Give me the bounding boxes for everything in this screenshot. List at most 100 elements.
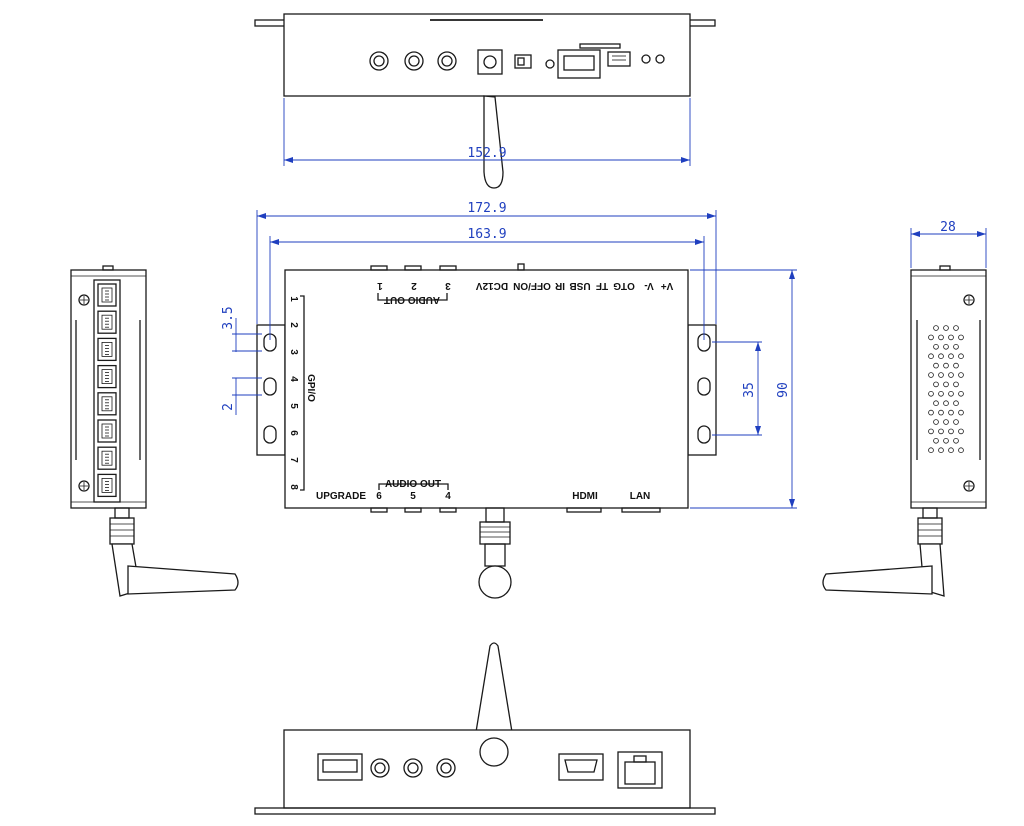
vent-hole — [928, 390, 934, 397]
label-gpio-1: 1 — [288, 296, 299, 302]
vent-hole — [958, 372, 964, 378]
gpio-terminal-socket — [101, 450, 113, 466]
dim-left-offset: 3.5 — [221, 306, 236, 329]
vent-hole — [943, 437, 949, 444]
label-audio-6: 6 — [376, 491, 382, 502]
label-gpio-5: 5 — [288, 403, 299, 409]
vent-hole — [958, 428, 964, 435]
vent-hole — [953, 419, 959, 425]
top-view-usb — [557, 49, 601, 79]
label-audio-out-bottom: AUDIO OUT — [385, 479, 441, 490]
gpio-terminals — [97, 283, 117, 498]
vent-hole — [938, 372, 944, 378]
label-tf: TF — [596, 280, 608, 291]
vent-hole — [948, 428, 954, 435]
label-gpio-7: 7 — [288, 457, 299, 463]
gpio-terminal-socket — [101, 423, 113, 439]
vent-hole — [953, 343, 959, 350]
label-ir: IR — [554, 280, 565, 291]
vent-hole — [958, 353, 964, 360]
gpio-terminal-socket — [101, 369, 113, 385]
gpio-terminal — [97, 364, 117, 389]
gpio-terminal — [97, 310, 117, 334]
vent-hole — [933, 437, 939, 444]
vent-hole — [933, 400, 939, 407]
gpio-terminal-socket — [101, 341, 113, 357]
vent-hole — [938, 409, 944, 416]
front-view-left-flange — [256, 324, 286, 456]
gpio-terminal-socket — [101, 396, 113, 412]
vent-hole — [958, 390, 964, 397]
vent-hole — [938, 353, 944, 360]
vent-hole — [933, 381, 939, 388]
label-otg: OTG — [613, 280, 635, 291]
bottom-view-hdmi — [558, 753, 604, 781]
front-view-right-flange — [687, 324, 717, 456]
vent-hole — [943, 400, 949, 407]
front-view: AUDIO OUT 1 2 3 DC12V OFF/ON IR USB TF O… — [221, 201, 797, 599]
vent-hole — [948, 390, 954, 397]
bottom-view — [254, 642, 716, 815]
front-view-antenna — [478, 507, 512, 599]
label-dc12v: DC12V — [476, 280, 509, 291]
vent-hole — [953, 325, 959, 331]
dim-hole-size: 2 — [221, 403, 236, 411]
vent-hole — [958, 447, 964, 454]
bottom-view-usb — [317, 753, 363, 781]
vent-hole — [948, 409, 954, 416]
label-audio-5: 5 — [410, 491, 416, 502]
bottom-view-lan — [617, 751, 663, 789]
right-side-antenna — [822, 507, 945, 597]
vent-hole — [938, 334, 944, 341]
label-v-plus: V+ — [661, 280, 674, 291]
vent-hole — [948, 334, 954, 341]
label-gpio-8: 8 — [288, 484, 299, 490]
vent-hole — [943, 381, 949, 388]
gpio-terminal — [97, 337, 117, 362]
label-hdmi: HDMI — [572, 491, 598, 502]
vent-hole — [928, 428, 934, 435]
top-view-dc-jack — [477, 49, 503, 75]
top-view-body — [283, 13, 691, 97]
gpio-terminal — [97, 283, 117, 307]
label-audio-4: 4 — [445, 491, 451, 502]
left-side-view — [70, 265, 239, 597]
label-gpio-2: 2 — [288, 322, 299, 328]
front-view-gpio-labels: 1 2 3 4 5 6 7 8 GPI/O — [288, 296, 316, 490]
top-view-switch — [514, 54, 532, 69]
right-side-body — [910, 269, 987, 509]
vent-hole — [953, 437, 959, 444]
ventilation-holes — [928, 325, 964, 454]
label-gpio-4: 4 — [288, 376, 299, 382]
front-view-top-labels: AUDIO OUT 1 2 3 DC12V OFF/ON IR USB TF O… — [377, 280, 673, 305]
gpio-terminal — [97, 446, 117, 470]
vent-hole — [948, 447, 954, 454]
top-view-tf-slot — [579, 43, 621, 49]
bottom-view-audio-jacks — [370, 758, 456, 778]
vent-hole — [943, 325, 949, 331]
left-side-body — [70, 269, 147, 509]
vent-hole — [928, 372, 934, 378]
top-view-antenna — [483, 95, 504, 189]
gpio-terminal-socket — [101, 477, 113, 493]
vent-hole — [928, 353, 934, 360]
vent-hole — [943, 343, 949, 350]
label-gpio-3: 3 — [288, 349, 299, 355]
gpio-terminal — [97, 473, 117, 498]
vent-hole — [958, 409, 964, 416]
vent-hole — [953, 362, 959, 369]
gpio-terminal — [97, 419, 117, 443]
label-audio-2: 2 — [411, 280, 417, 291]
label-upgrade: UPGRADE — [316, 491, 366, 502]
top-view-otg — [607, 51, 631, 67]
dim-height: 90 — [776, 382, 791, 398]
vent-hole — [938, 428, 944, 435]
dim-depth: 28 — [940, 220, 956, 235]
right-side-view: 28 — [822, 220, 987, 597]
label-v-minus: V- — [644, 280, 653, 291]
left-side-antenna — [109, 507, 239, 597]
dim-hole-pitch-height: 35 — [742, 382, 757, 398]
vent-hole — [958, 334, 964, 341]
